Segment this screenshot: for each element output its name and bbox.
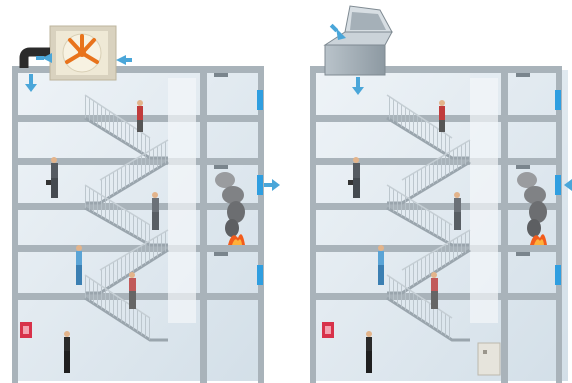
stair-glass <box>168 78 196 323</box>
ceiling-vent <box>214 252 228 256</box>
arrow-down-exhaust <box>29 74 33 84</box>
roof-hatch-icon <box>325 6 392 75</box>
person-icon <box>366 331 372 373</box>
floor-slab <box>12 203 264 210</box>
floor-slab <box>12 293 264 300</box>
control-panel-icon <box>478 343 500 375</box>
ceiling-vent <box>516 73 530 77</box>
left-building <box>12 26 280 383</box>
floor-slab <box>310 203 562 210</box>
wall-vent <box>257 265 263 285</box>
wall-vent <box>555 90 561 110</box>
person-icon <box>378 245 384 285</box>
person-icon <box>137 100 143 132</box>
ceiling-vent <box>516 165 530 169</box>
arrow-down-exhaust <box>356 77 360 87</box>
ceiling-vent <box>214 73 228 77</box>
person-icon <box>439 100 445 132</box>
stair-glass <box>470 78 498 323</box>
person-icon <box>64 331 70 373</box>
wall-vent <box>257 90 263 110</box>
floor-slab <box>310 115 562 122</box>
arrow-out-right <box>264 183 272 187</box>
wall-vent <box>555 265 561 285</box>
right-building <box>310 6 572 383</box>
ceiling-vent <box>214 165 228 169</box>
ceiling-vent <box>516 252 530 256</box>
wall-vent <box>555 175 561 195</box>
person-icon <box>76 245 82 285</box>
wall-vent <box>257 175 263 195</box>
